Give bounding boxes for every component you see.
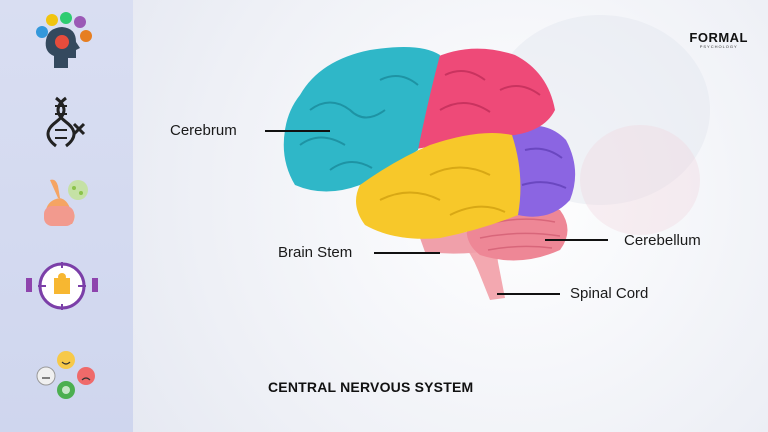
dna-icon (26, 94, 98, 154)
background-glow (580, 125, 700, 235)
occipital-gyri (521, 147, 567, 189)
logo: FORMAL PSYCHOLOGY (689, 30, 748, 49)
logo-subtext: PSYCHOLOGY (699, 44, 738, 49)
temporal-gyri (379, 166, 506, 216)
diagram-caption: CENTRAL NERVOUS SYSTEM (268, 379, 474, 395)
frontal-gyri (299, 75, 419, 171)
emotions-icon (26, 346, 98, 406)
parietal-gyri (439, 70, 541, 113)
frontal-lobe (283, 46, 440, 192)
sidebar (0, 0, 133, 432)
occipital-lobe (509, 125, 576, 217)
temporal-lobe (356, 132, 521, 239)
digestive-system-icon (26, 174, 98, 234)
logo-text: FORMAL (689, 30, 748, 45)
label-spinal-cord: Spinal Cord (570, 285, 649, 302)
label-cerebrum: Cerebrum (170, 122, 237, 139)
head-psychology-icon (26, 12, 98, 72)
label-cerebellum: Cerebellum (624, 232, 701, 249)
label-brain-stem: Brain Stem (278, 244, 353, 261)
